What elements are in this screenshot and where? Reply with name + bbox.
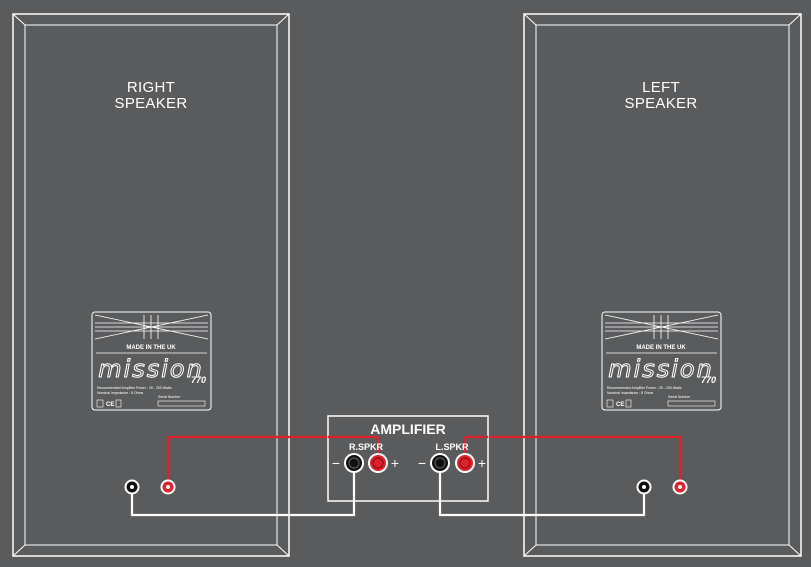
amp-left-positive-terminal	[455, 453, 475, 473]
right-speaker: RIGHT SPEAKER	[12, 13, 290, 557]
left-positive-cable	[463, 435, 682, 487]
caution-icon	[96, 399, 104, 408]
amp-right-plus-sign: +	[391, 455, 399, 471]
plate-impedance-line: Nominal Impedance : 8 Ohms	[607, 391, 654, 395]
plate-model: 770	[701, 375, 716, 385]
union-flag-icon	[604, 314, 719, 340]
union-flag-icon	[94, 314, 209, 340]
amp-left-minus-sign: −	[418, 455, 426, 471]
mission-logo: mission	[98, 355, 204, 383]
plate-made-in: MADE IN THE UK	[636, 345, 686, 351]
weee-bin-icon	[115, 399, 122, 408]
amp-right-output-label: R.SPKR	[349, 442, 384, 452]
caution-icon	[606, 399, 614, 408]
amp-left-output-label: L.SPKR	[435, 442, 469, 452]
right-speaker-positive-terminal	[160, 479, 176, 495]
mission-logo: mission	[608, 355, 714, 383]
weee-bin-icon	[625, 399, 632, 408]
left-speaker-title-2: SPEAKER	[625, 95, 698, 112]
plate-model: 770	[191, 375, 206, 385]
left-speaker-negative-terminal	[636, 479, 652, 495]
plate-power-line: Recommended Amplifier Power : 25 - 200 W…	[607, 386, 682, 390]
right-speaker-negative-terminal	[124, 479, 140, 495]
amp-right-minus-sign: −	[332, 455, 340, 471]
right-speaker-title-2: SPEAKER	[115, 95, 188, 112]
amp-right-positive-terminal	[368, 453, 388, 473]
plate-ce-mark: CE	[616, 402, 624, 408]
right-rating-plate: MADE IN THE UK mission 770 Recommended A…	[91, 311, 212, 411]
left-rating-plate: MADE IN THE UK mission 770 Recommended A…	[601, 311, 722, 411]
left-speaker-positive-terminal	[672, 479, 688, 495]
left-speaker-title-1: LEFT	[642, 79, 680, 96]
amp-right-negative-terminal	[344, 453, 364, 473]
right-speaker-title-1: RIGHT	[127, 79, 175, 96]
plate-made-in: MADE IN THE UK	[126, 345, 176, 351]
plate-ce-mark: CE	[106, 402, 114, 408]
plate-power-line: Recommended Amplifier Power : 25 - 200 W…	[97, 386, 172, 390]
amp-left-plus-sign: +	[478, 455, 486, 471]
plate-serial-label: Serial Number	[668, 395, 691, 399]
left-speaker: LEFT SPEAKER	[523, 13, 802, 557]
plate-serial-label: Serial Number	[158, 395, 181, 399]
amplifier-title: AMPLIFIER	[370, 421, 445, 437]
plate-impedance-line: Nominal Impedance : 8 Ohms	[97, 391, 144, 395]
amp-left-negative-terminal	[430, 453, 450, 473]
